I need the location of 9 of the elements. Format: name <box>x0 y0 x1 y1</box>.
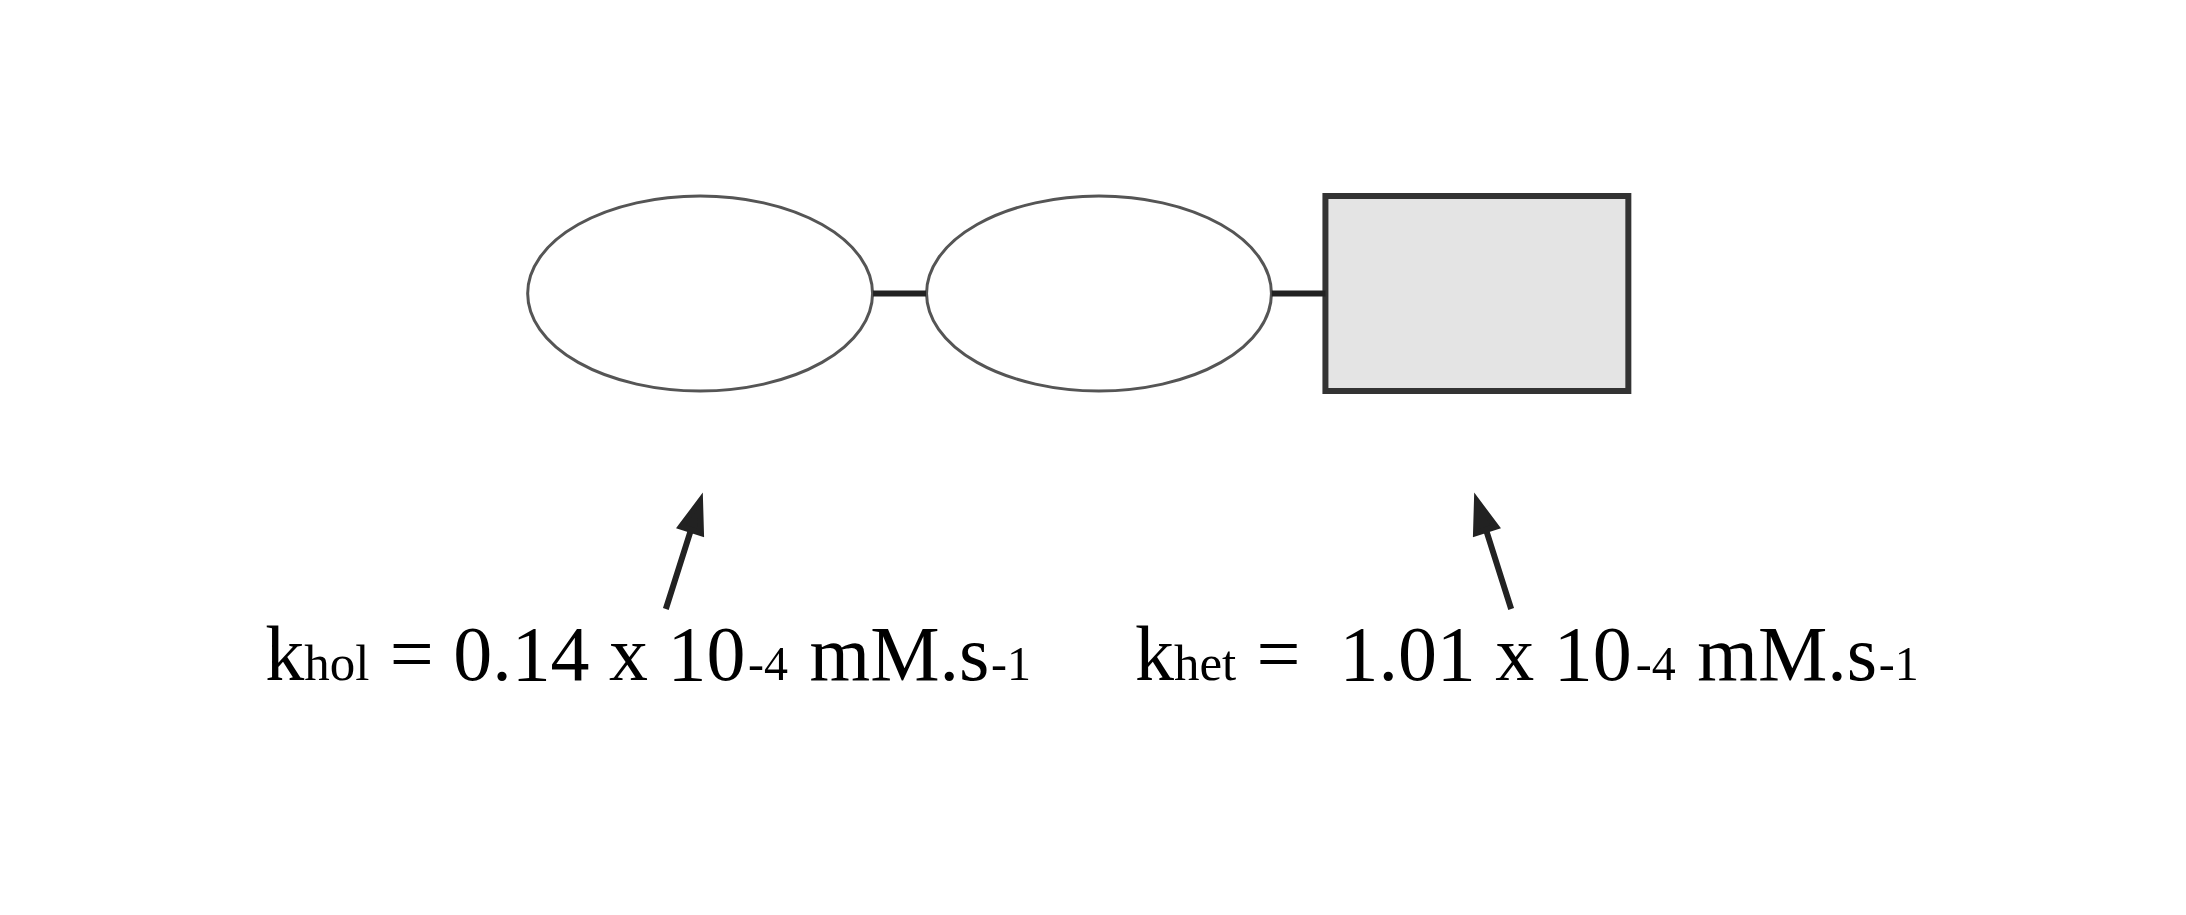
node-box <box>1322 192 1632 394</box>
arrow <box>662 492 705 610</box>
node-text: khol = 0.14 x 10-4 mM.s-1 <box>265 610 1031 697</box>
connector <box>873 289 926 296</box>
arrow <box>1472 492 1515 610</box>
connector <box>1271 289 1326 296</box>
node-ellipse <box>526 194 875 392</box>
node-ellipse <box>925 194 1273 392</box>
node-text: khet = 1.01 x 10-4 mM.s-1 <box>1134 610 1919 697</box>
